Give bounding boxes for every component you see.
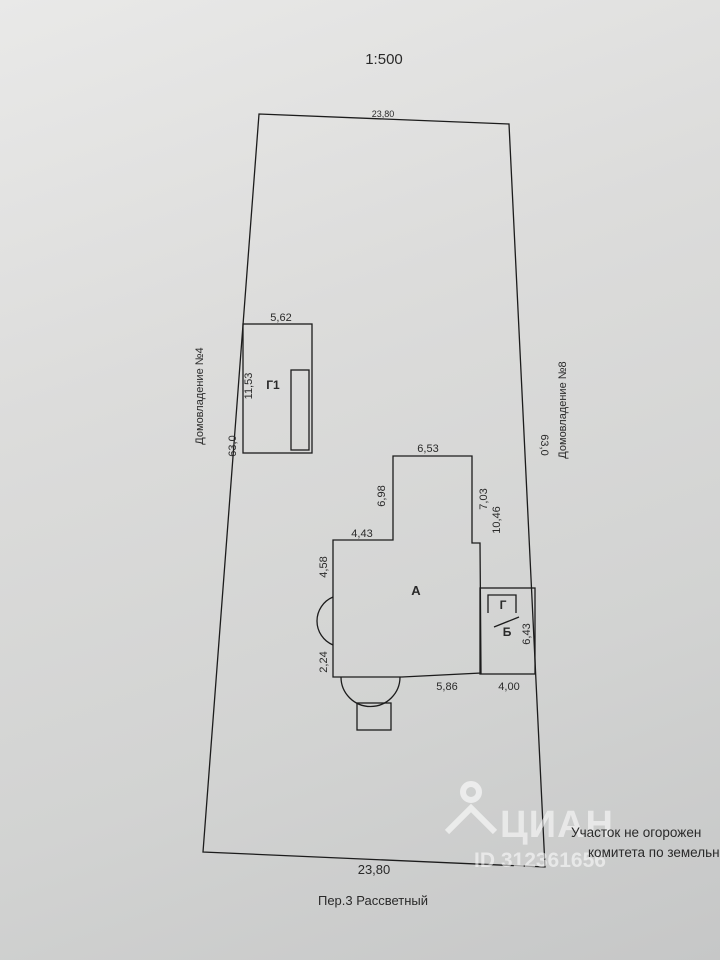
house-a-porch (356, 702, 392, 731)
annex-b-height-dim: 6,43 (521, 623, 533, 644)
building-g1-length: 11,53 (243, 373, 255, 400)
building-g1-width: 5,62 (270, 312, 291, 324)
house-a-step-top-dim: 4,43 (351, 528, 372, 540)
house-a-upper-left-dim: 6,98 (376, 485, 388, 506)
house-a-label: А (411, 583, 421, 598)
note-line-2: комитета по земельн (588, 845, 720, 860)
house-a-left-bay (316, 596, 334, 646)
house-a-top-dim: 6,53 (417, 443, 438, 455)
plot-bottom-width: 23,80 (358, 862, 391, 877)
house-a-right-upper-dim: 7,03 (478, 488, 490, 509)
plot-top-width: 23,80 (372, 109, 395, 119)
street-label: Пер.3 Рассветный (318, 893, 428, 908)
house-a (332, 455, 482, 678)
plot-boundary (202, 113, 546, 868)
annex-b-divider (493, 616, 520, 628)
annex-b-label: Б (503, 625, 512, 639)
watermark-id: ID 312361656 (474, 849, 606, 872)
house-a-step-left-dim: 4,58 (318, 556, 330, 577)
house-a-bottom-dim: 5,86 (436, 681, 457, 693)
house-a-bottom-bay (340, 676, 401, 708)
annex-b-width-dim: 4,00 (498, 681, 519, 693)
building-g1-inner (290, 369, 310, 451)
annex-b-inner-label: Г (500, 598, 507, 612)
plot-left-length: 63,0 (227, 435, 239, 456)
building-g1-label: Г1 (266, 378, 280, 392)
house-a-right-dim: 10,46 (491, 506, 503, 534)
building-g1 (242, 323, 313, 454)
annex-b (479, 587, 536, 675)
scale-label: 1:500 (365, 51, 403, 68)
watermark-brand: ЦИАН (500, 804, 614, 846)
left-neighbor-label: Домовладение №4 (194, 347, 206, 444)
house-a-lower-left-dim: 2,24 (318, 651, 330, 672)
plot-right-length: 63,0 (538, 434, 550, 455)
cian-logo-icon (444, 781, 498, 835)
right-neighbor-label: Домовладение №8 (557, 361, 569, 458)
note-line-1: Участок не огорожен (571, 825, 702, 840)
annex-b-inner-bracket (487, 594, 517, 613)
